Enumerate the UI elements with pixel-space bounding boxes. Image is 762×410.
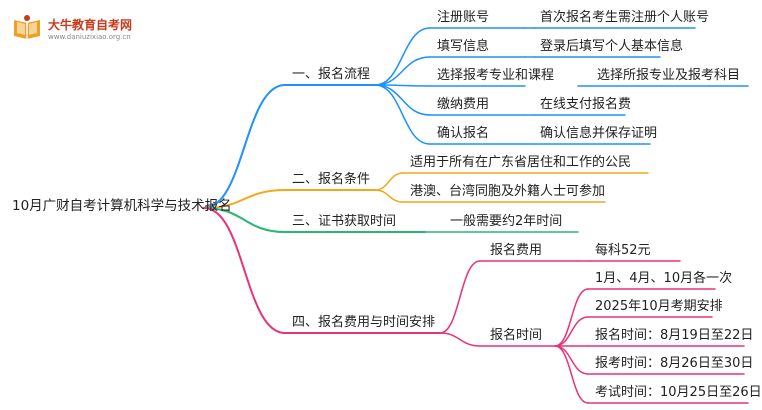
schedule-connector [554, 345, 589, 375]
schedule-key: 报名时间 [490, 328, 543, 343]
logo-url: www.daniuzixiao.org.cn [48, 33, 131, 41]
site-logo: 大牛教育自考网 www.daniuzixiao.org.cn [12, 12, 142, 46]
branch-fee-and-schedule: 四、报名费用与时间安排 [292, 315, 436, 330]
step-connector [374, 84, 431, 145]
schedule-connector [554, 316, 589, 347]
process-step-key: 注册账号 [437, 10, 490, 25]
branch-certificate-time: 三、证书获取时间 [292, 214, 397, 229]
fee-value: 每科52元 [595, 243, 651, 258]
schedule-item: 1月、4月、10月各一次 [595, 271, 733, 286]
process-step-value: 确认信息并保存证明 [540, 126, 658, 141]
branch-eligibility: 二、报名条件 [292, 172, 371, 187]
branch-connector [203, 207, 286, 334]
book-logo-icon [14, 15, 40, 39]
process-step-value: 在线支付报名费 [540, 97, 632, 112]
fee-key: 报名费用 [490, 243, 543, 258]
certificate-time-value: 一般需要约2年时间 [450, 214, 563, 229]
step-connector [374, 56, 431, 86]
logo-title: 大牛教育自考网 [48, 18, 133, 32]
schedule-item: 考试时间：10月25日至26日 [595, 385, 762, 400]
process-step-key: 确认报名 [437, 126, 490, 141]
item-connector [439, 332, 481, 347]
eligibility-item: 港澳、台湾同胞及外籍人士可参加 [410, 184, 606, 199]
branch-connector [203, 207, 286, 233]
schedule-connector [554, 345, 589, 404]
process-step-key: 缴纳费用 [437, 97, 490, 112]
process-step-value: 首次报名考生需注册个人账号 [540, 10, 710, 25]
step-connector [374, 84, 431, 116]
process-step-value: 登录后填写个人基本信息 [540, 39, 684, 54]
branch-registration-process: 一、报名流程 [292, 67, 371, 82]
eligibility-item: 适用于所有在广东省居住和工作的公民 [410, 155, 632, 170]
process-step-key: 填写信息 [437, 39, 490, 54]
item-connector [374, 189, 404, 203]
step-connector [374, 27, 431, 86]
branch-connector [203, 189, 286, 209]
schedule-item: 2025年10月考期安排 [595, 299, 723, 314]
item-connector [439, 260, 481, 334]
item-connector [374, 172, 404, 191]
schedule-item: 报考时间：8月26日至30日 [595, 356, 754, 371]
process-step-value: 选择所报专业及报考科目 [597, 68, 741, 83]
schedule-item: 报名时间：8月19日至22日 [595, 328, 754, 343]
process-step-key: 选择报考专业和课程 [437, 68, 555, 83]
branch-connector [203, 84, 286, 209]
root-topic: 10月广财自考计算机科学与技术报名 [12, 198, 232, 214]
